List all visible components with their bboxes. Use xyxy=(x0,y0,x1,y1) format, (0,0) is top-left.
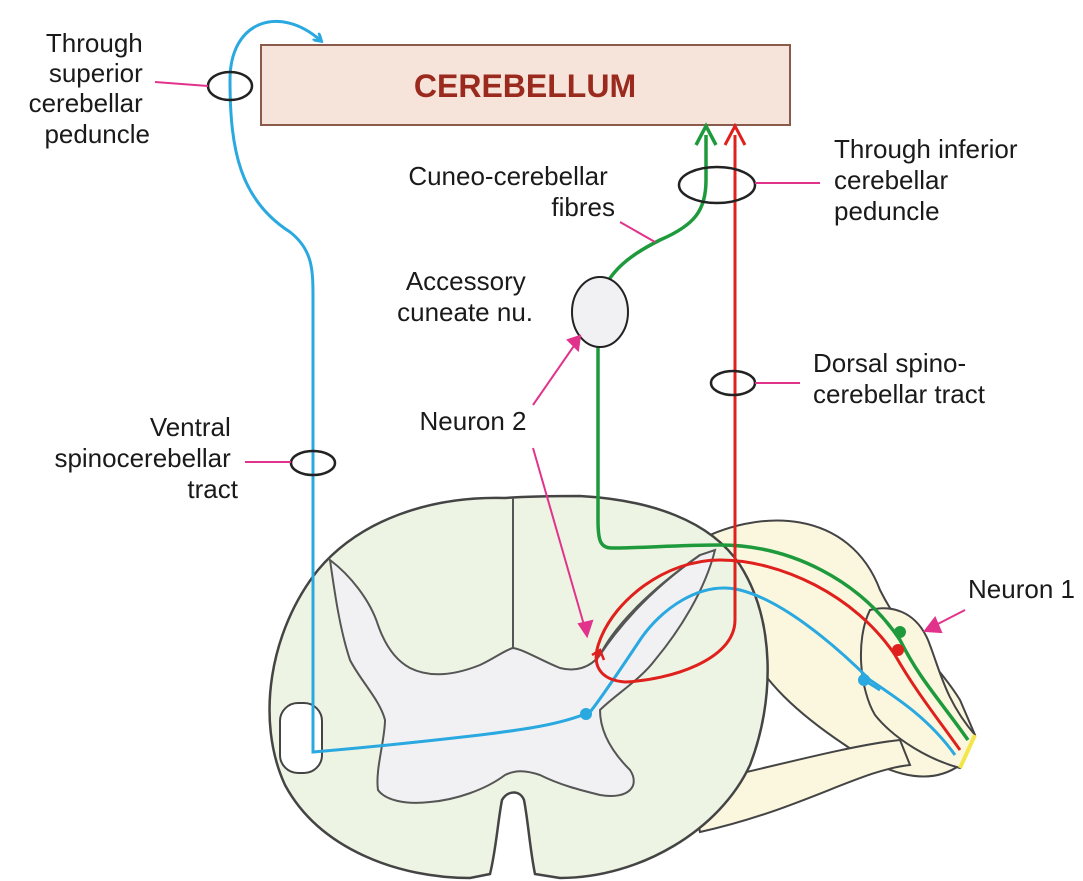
pointer-cuneo-fibres xyxy=(620,222,655,242)
label-dorsal-tract-line-2: cerebellar tract xyxy=(813,379,986,409)
label-ventral-tract-line-1: Ventral xyxy=(150,412,231,442)
label-cuneo-fibres-line-2: fibres xyxy=(551,192,615,222)
pointer-neuron-1-arrowhead xyxy=(925,618,941,632)
pointer-neuron-2-upper-arrowhead xyxy=(568,336,580,350)
label-inferior-peduncle-line-2: cerebellar xyxy=(834,165,949,195)
pointer-superior-peduncle xyxy=(155,82,208,86)
label-dorsal-tract: Dorsal spino- cerebellar tract xyxy=(813,348,986,409)
pointer-neuron-2-upper xyxy=(533,340,578,405)
label-inferior-peduncle-line-3: peduncle xyxy=(834,196,940,226)
label-neuron-1: Neuron 1 xyxy=(968,574,1075,604)
ventral-spinocerebellar-area xyxy=(280,703,322,773)
label-dorsal-tract-line-1: Dorsal spino- xyxy=(813,348,966,378)
label-neuron-2: Neuron 2 xyxy=(420,406,527,436)
label-superior-peduncle-line-3: cerebellar xyxy=(29,88,144,118)
inferior-peduncle-ring xyxy=(679,167,755,203)
label-superior-peduncle-line-1: Through xyxy=(46,28,143,58)
label-accessory-nucleus-line-2: cuneate nu. xyxy=(397,297,533,327)
neuron-1-dorsal-cell-body xyxy=(892,644,904,656)
label-superior-peduncle-line-2: superior xyxy=(49,58,143,88)
dorsal-tract-ring xyxy=(711,371,755,395)
cerebellum-title: CEREBELLUM xyxy=(414,68,636,104)
label-superior-peduncle-line-4: peduncle xyxy=(44,119,150,149)
label-cuneo-fibres: Cuneo-cerebellar fibres xyxy=(408,161,615,222)
label-cuneo-fibres-line-1: Cuneo-cerebellar xyxy=(408,161,608,191)
label-ventral-tract-line-3: tract xyxy=(187,474,238,504)
label-ventral-tract: Ventral spinocerebellar tract xyxy=(54,412,238,504)
label-superior-peduncle: Through superior cerebellar peduncle xyxy=(29,28,150,149)
label-accessory-nucleus-line-1: Accessory xyxy=(406,266,526,296)
neuron-2-ventral-cell-body xyxy=(580,708,592,720)
label-accessory-nucleus: Accessory cuneate nu. xyxy=(397,266,533,327)
label-inferior-peduncle-line-1: Through inferior xyxy=(834,134,1018,164)
label-inferior-peduncle: Through inferior cerebellar peduncle xyxy=(834,134,1025,226)
label-ventral-tract-line-2: spinocerebellar xyxy=(54,443,231,473)
neuron-1-cuneate-cell-body xyxy=(894,626,906,638)
